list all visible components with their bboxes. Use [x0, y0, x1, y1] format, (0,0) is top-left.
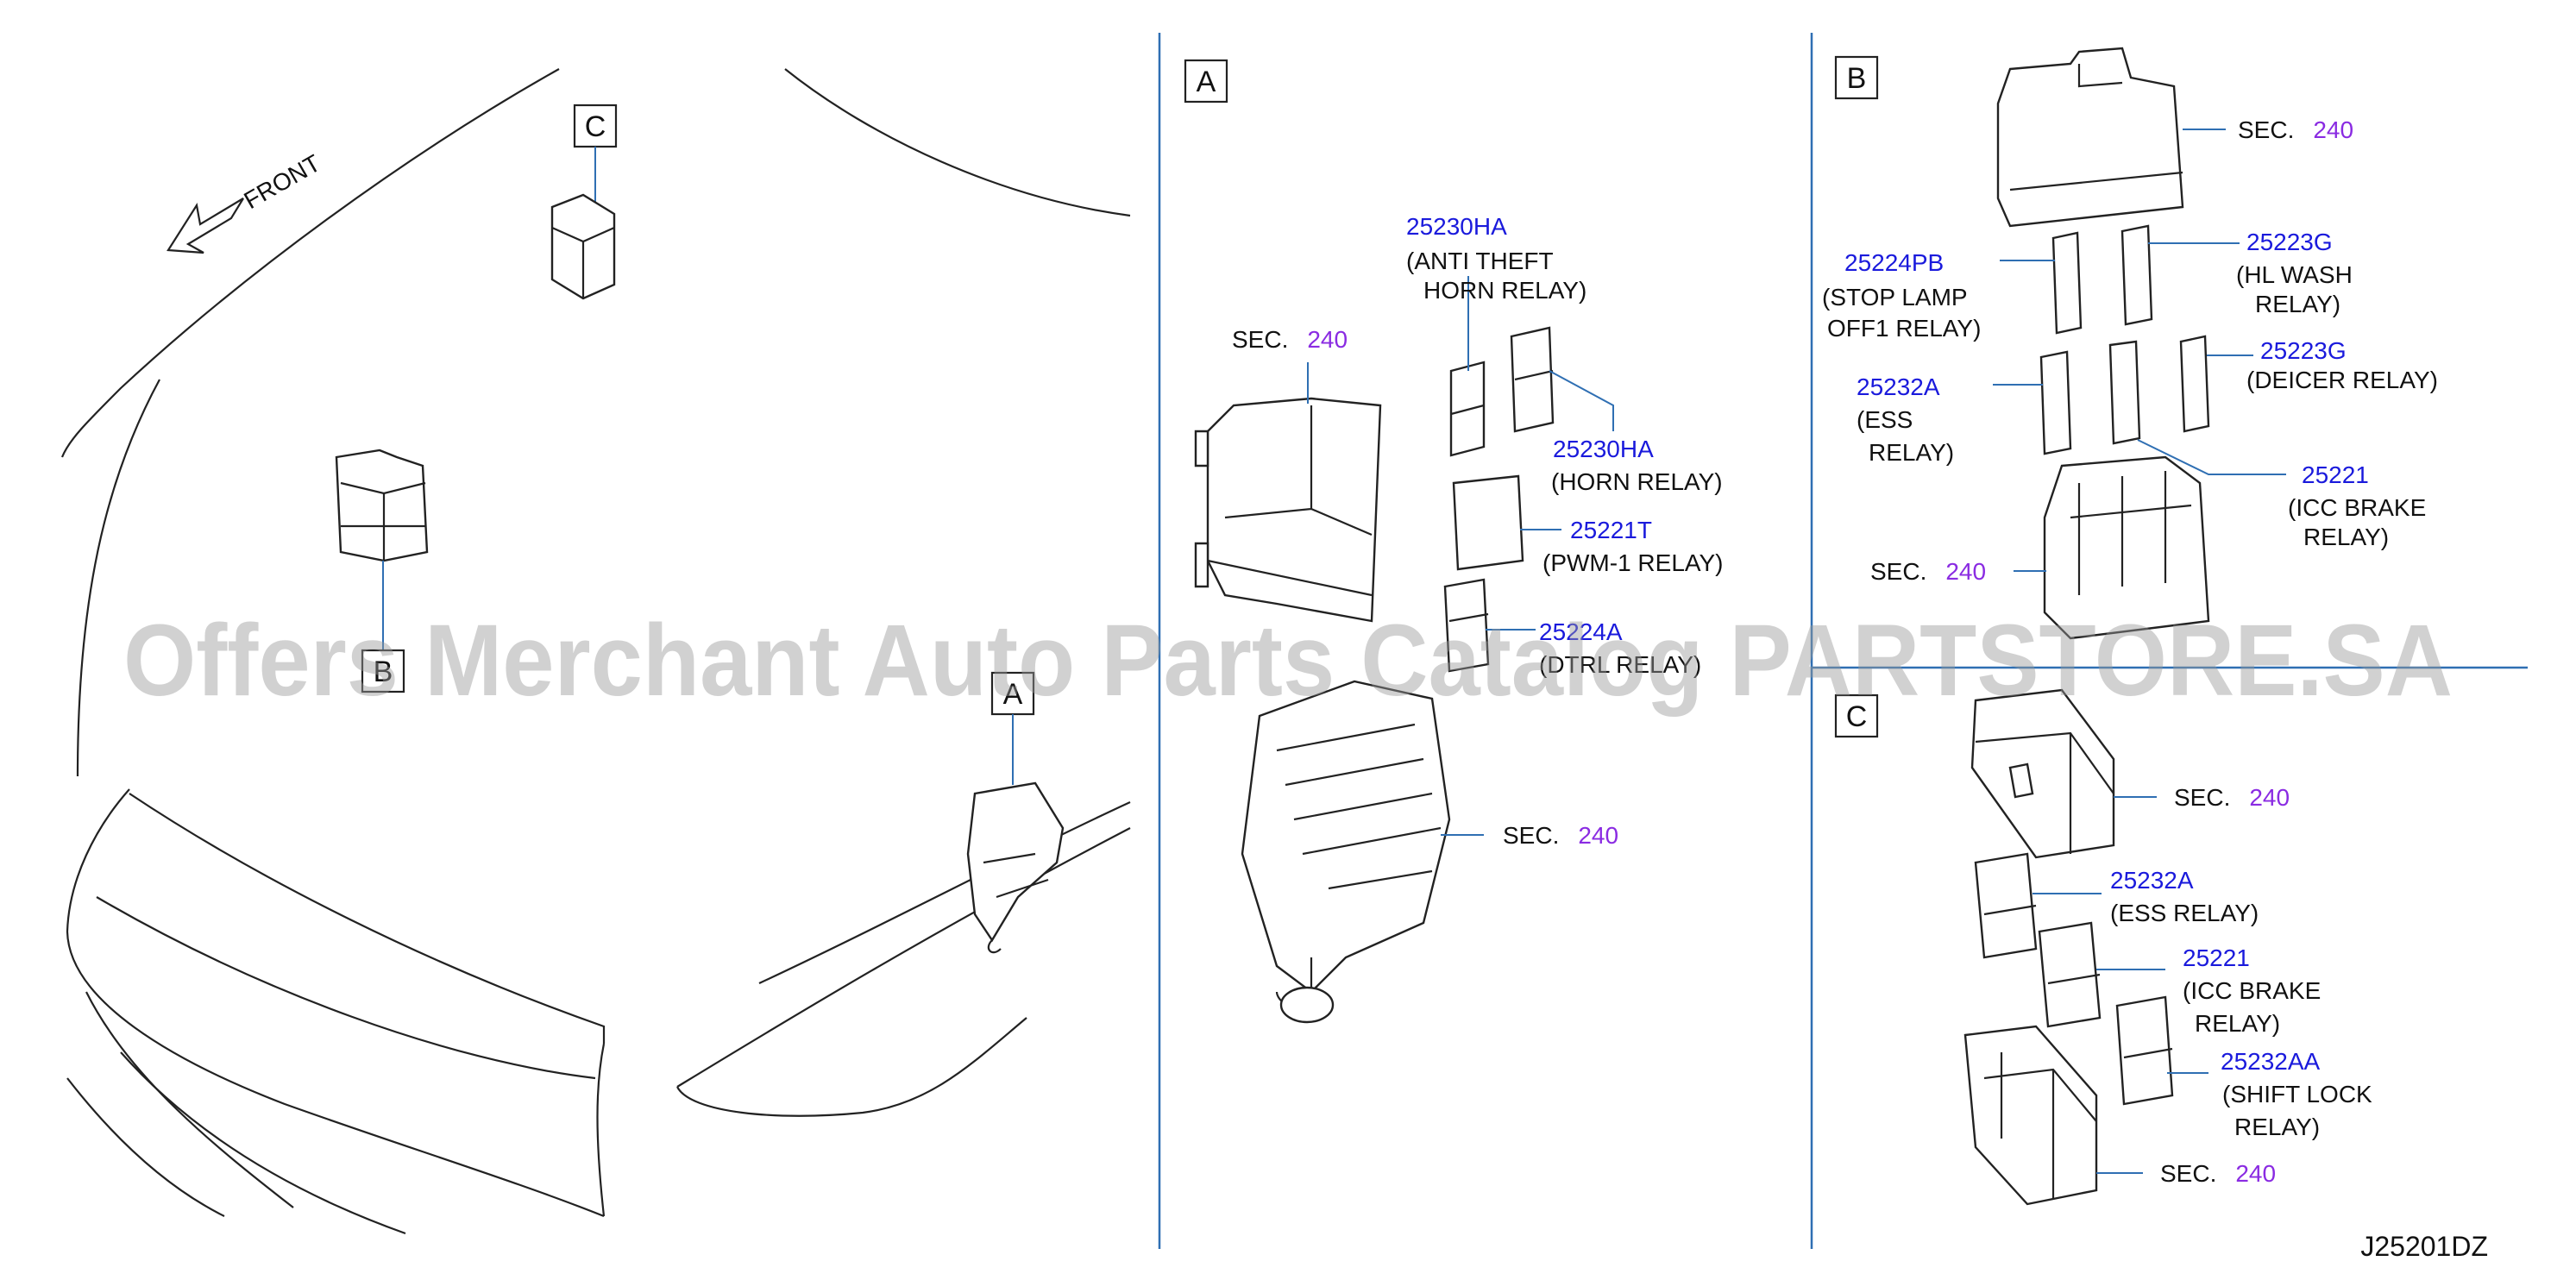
pn-horn-relay: 25230HA — [1553, 436, 1654, 462]
callout-b-box — [361, 649, 405, 693]
relay-shift-lock — [2115, 995, 2174, 1106]
relay-anti-theft-horn — [1449, 361, 1486, 457]
relay-ess-b — [2039, 350, 2072, 455]
panel-c-box-label: C — [1846, 700, 1868, 733]
callout-b-label: B — [374, 656, 393, 688]
panel-a-box-label: A — [1197, 66, 1216, 98]
desc-pwm1-relay: (PWM-1 RELAY) — [1542, 549, 1724, 576]
pn-ess-c: 25232A — [2110, 867, 2194, 894]
leader-icc-brake-b — [2137, 439, 2286, 475]
desc-shift-lock-2: RELAY) — [2234, 1114, 2320, 1140]
fuse-box-a-cover — [1194, 397, 1382, 623]
pn-anti-theft-horn: 25230HA — [1406, 213, 1507, 240]
sec-c2: SEC.240 — [2160, 1160, 2276, 1187]
desc-anti-theft-horn-1: (ANTI THEFT — [1406, 248, 1554, 274]
pn-ess-b: 25232A — [1857, 373, 1940, 400]
pn-icc-brake-c: 25221 — [2183, 944, 2250, 971]
desc-icc-brake-b-1: (ICC BRAKE — [2288, 494, 2426, 521]
desc-stop-lamp-1: (STOP LAMP — [1822, 284, 1968, 311]
front-label: FRONT — [240, 149, 325, 214]
pn-deicer: 25223G — [2260, 337, 2347, 364]
vehicle-outline — [60, 68, 1131, 1235]
relay-horn — [1510, 326, 1555, 433]
relay-box-b-cover — [1996, 47, 2184, 228]
desc-hl-wash-2: RELAY) — [2255, 291, 2340, 317]
desc-icc-brake-b-2: RELAY) — [2303, 524, 2389, 550]
relay-box-c-cover — [1970, 688, 2115, 859]
diagram-code: J25201DZ — [2360, 1231, 2488, 1262]
sec-b1: SEC.240 — [2238, 116, 2353, 143]
relay-hl-wash — [2120, 224, 2153, 326]
sec-c1: SEC.240 — [2174, 784, 2290, 811]
sec-a1: SEC.240 — [1232, 326, 1348, 353]
desc-horn-relay: (HORN RELAY) — [1551, 468, 1723, 495]
pn-stop-lamp: 25224PB — [1844, 249, 1944, 276]
panel-a-box — [1184, 59, 1228, 104]
callout-c-label: C — [585, 110, 606, 143]
relay-box-b-base — [2043, 455, 2210, 640]
relay-box-b-small — [335, 449, 429, 562]
fuse-box-a-small — [966, 781, 1065, 954]
pn-pwm1-relay: 25221T — [1570, 517, 1652, 543]
relay-ess-c — [1974, 852, 2038, 959]
relay-icc-brake-b — [2108, 340, 2141, 445]
panel-c-box — [1834, 693, 1879, 738]
relay-deicer — [2179, 335, 2210, 433]
desc-ess-b-1: (ESS — [1857, 406, 1913, 433]
pn-dtrl-relay: 25224A — [1539, 618, 1623, 645]
sec-b2: SEC.240 — [1870, 558, 1986, 585]
pn-shift-lock: 25232AA — [2221, 1048, 2321, 1075]
leader-horn — [1549, 370, 1614, 431]
desc-stop-lamp-2: OFF1 RELAY) — [1827, 315, 1981, 342]
desc-icc-brake-c-1: (ICC BRAKE — [2183, 977, 2321, 1004]
relay-icc-brake-c — [2038, 921, 2102, 1028]
pn-icc-brake-b: 25221 — [2302, 461, 2369, 488]
front-arrow-icon — [166, 198, 244, 254]
desc-shift-lock-1: (SHIFT LOCK — [2222, 1081, 2372, 1107]
relay-box-c-small — [550, 193, 616, 300]
desc-ess-b-2: RELAY) — [1869, 439, 1954, 466]
watermark: Offers Merchant Auto Parts Catalog PARTS… — [123, 604, 2453, 718]
desc-ess-c: (ESS RELAY) — [2110, 900, 2259, 926]
relay-pwm1 — [1452, 474, 1524, 571]
relay-box-c-base — [1963, 1025, 2098, 1206]
desc-deicer: (DEICER RELAY) — [2246, 367, 2438, 393]
desc-anti-theft-horn-2: HORN RELAY) — [1423, 277, 1586, 304]
pn-hl-wash: 25223G — [2246, 229, 2333, 255]
desc-hl-wash-1: (HL WASH — [2236, 261, 2353, 288]
fuse-box-a-body — [1241, 680, 1451, 1024]
relay-dtrl — [1443, 578, 1490, 673]
panel-b-box — [1834, 55, 1879, 100]
sec-a2: SEC.240 — [1503, 822, 1618, 849]
desc-dtrl-relay: (DTRL RELAY) — [1539, 651, 1701, 678]
desc-icc-brake-c-2: RELAY) — [2195, 1010, 2280, 1037]
callout-a-box — [990, 671, 1035, 716]
relay-stop-lamp-off1 — [2051, 231, 2083, 335]
panel-b-box-label: B — [1847, 62, 1867, 95]
callout-a-label: A — [1003, 678, 1023, 711]
